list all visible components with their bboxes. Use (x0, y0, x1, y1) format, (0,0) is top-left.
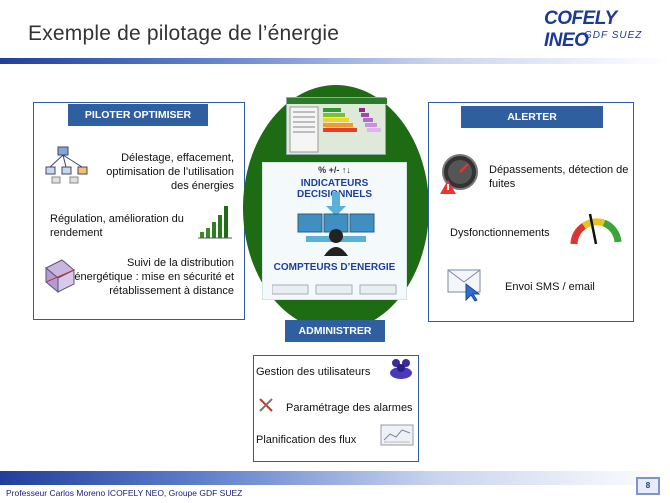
cube-diagram-icon (45, 259, 75, 294)
bar-chart-icon (198, 206, 232, 239)
meter-readings-graphic (272, 284, 397, 295)
center-card (262, 162, 407, 300)
logo-sub-text: GDF SUEZ (584, 30, 643, 41)
gauge-warning-icon (440, 154, 478, 194)
panel-header-alerter: ALERTER (461, 106, 603, 128)
bottom-item-2: Paramétrage des alarmes (286, 402, 413, 414)
dial-indicator-icon (570, 213, 622, 245)
logo-main-text: COFELY INEO (544, 8, 617, 51)
center-symbols: % +/- ↑↓ (318, 165, 351, 175)
footer-rule (0, 471, 670, 485)
network-diagram-icon (45, 146, 88, 184)
users-group-icon (390, 359, 412, 379)
left-item-3: Suivi de la distribution énergétique : m… (74, 257, 234, 297)
operators-at-screens-icon (297, 192, 375, 256)
left-item-2: Régulation, amélioration du rendement (50, 213, 184, 239)
footer-text: Professeur Carlos Moreno ICOFELY NEO, Gr… (6, 488, 243, 498)
page-number: 8 (636, 477, 660, 495)
title-rule (0, 58, 670, 64)
right-item-1: Dépassements, détection de fuites (489, 164, 629, 190)
bottom-item-1: Gestion des utilisateurs (256, 366, 371, 378)
right-item-3: Envoi SMS / email (505, 281, 595, 293)
tools-icon (259, 398, 273, 412)
dashboard-screenshot (286, 97, 387, 155)
company-logo: COFELY INEO GDF SUEZ (544, 8, 664, 51)
meters-title: COMPTEURS D’ENERGIE (273, 262, 396, 273)
dashboard-thumbnail-graphic (287, 98, 387, 153)
bottom-item-3: Planification des flux (256, 434, 357, 446)
slide-title: Exemple de pilotage de l’énergie (28, 22, 340, 45)
panel-header-administrer: ADMINISTRER (285, 320, 385, 342)
flow-chart-icon (380, 424, 414, 446)
right-item-2: Dysfonctionnements (450, 227, 550, 239)
panel-header-piloter: PILOTER OPTIMISER (68, 104, 208, 126)
email-icon (447, 269, 481, 302)
left-item-1: Délestage, effacement, optimisation de l… (106, 152, 234, 192)
